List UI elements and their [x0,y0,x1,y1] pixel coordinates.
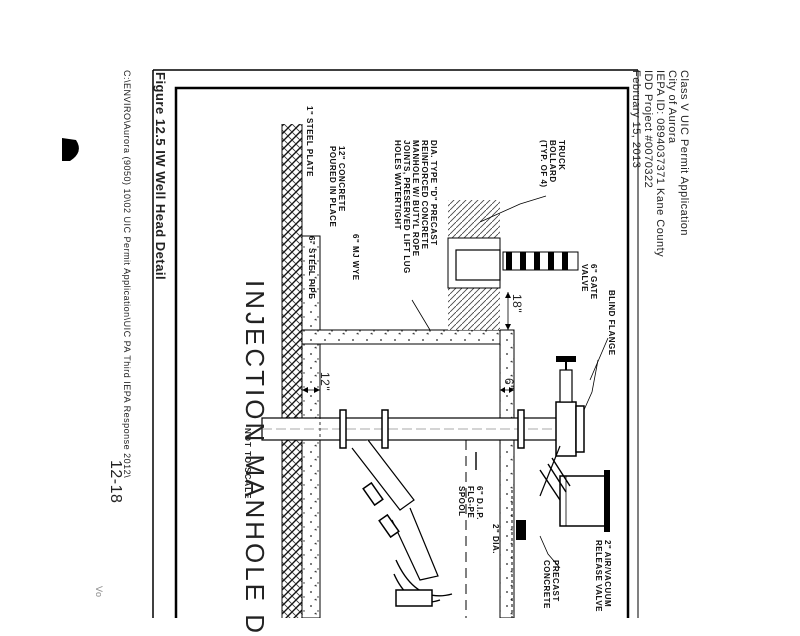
callout-gate-valve: 6" GATE VALVE [580,264,598,300]
header-line: City of Aurora [666,70,678,144]
callout-steel-plate: 1" STEEL PLATE [305,106,314,177]
manhole-top-slab [301,329,515,345]
gravel-band [282,124,302,618]
header-block: Class V UIC Permit Application City of A… [630,70,690,257]
gate-valve [555,356,577,457]
injection-pipe [261,417,583,441]
callout-dip-spool: 6" D.I.P. FLG-PE SPOOL [457,486,484,520]
callout-2in-dia: 2" DIA. [491,524,500,554]
manhole-wall [499,329,515,618]
callout-manhole: DIA. TYPE "D" PRECAST REINFORCED CONCRET… [393,140,438,274]
dimension-6 [500,387,514,393]
pipe-flange [339,409,347,449]
air-vacuum-valve [539,445,610,532]
dimension-12-label: 12" [318,372,332,392]
bollard-stripes [502,251,579,271]
callout-mj-wye: 6" MJ WYE [351,234,360,281]
binding-mark [62,138,79,161]
dimension-12 [302,387,320,393]
wye-branch [351,439,453,607]
callout-blind-flange: BLIND FLANGE [607,290,616,356]
pipe-flange [381,409,389,449]
header-line: IEPA ID: 0894037371 Kane County [654,70,666,258]
header-line: February 15, 2013 [630,70,642,169]
dimension-6-label: 6" [502,378,516,390]
page-number: 12-18 [107,460,124,504]
side-mark: Vo [94,586,104,598]
well-head-detail-drawing [62,69,639,618]
scanned-page: Class V UIC Permit Application City of A… [62,69,690,636]
scale-note: NOT TO SCALE [243,428,252,500]
dimension-18-label: 18" [510,294,524,314]
pipe-flange [517,409,525,449]
dimension-18 [505,292,511,330]
callout-precast: PRECAST CONCRETE [542,560,560,609]
callout-air-valve: 2" AIR/VACUUM RELEASE VALVE [594,540,612,612]
blind-flange [575,405,585,453]
callout-concrete: 12" CONCRETE POURED IN PLACE [328,146,346,228]
header-line: Class V UIC Permit Application [678,70,690,236]
footer-path: C:\ENVIRO\Aurora (9050) 10\02 UIC Permit… [122,70,132,479]
callout-steel-pipe: 6" STEEL PIPE [307,236,316,300]
drawing-border [174,86,630,618]
bollard-post [455,249,501,281]
figure-caption: Figure 12.5 IW Well Head Detail [153,72,168,281]
header-line: IDD Project #0070322 [642,70,654,189]
callout-bollard: TRUCK BOLLARD (TYP. OF 4) [539,140,566,188]
